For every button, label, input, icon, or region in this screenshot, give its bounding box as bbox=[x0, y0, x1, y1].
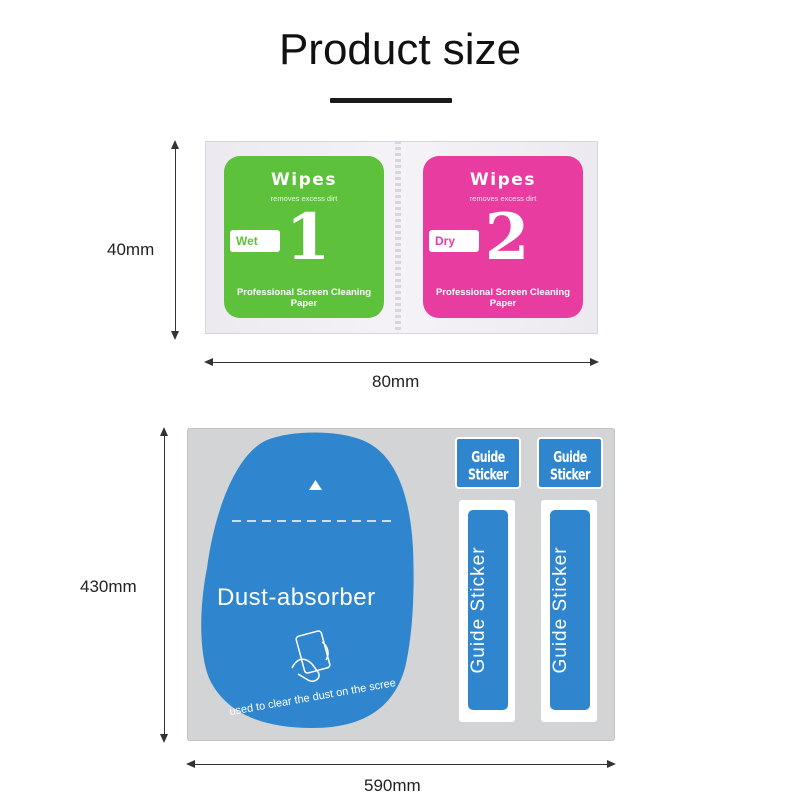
wipe-title: Wipes bbox=[470, 170, 536, 190]
stickers-height-line bbox=[164, 433, 165, 737]
dry-wipe-card: Wipes removes excess dirt Dry 2 Professi… bbox=[423, 156, 583, 318]
arrow-up-icon bbox=[160, 427, 168, 436]
wipe-subtitle: removes excess dirt bbox=[469, 194, 537, 203]
sachet-perforation bbox=[395, 141, 401, 334]
dust-absorber-sticker bbox=[201, 432, 414, 728]
arrow-left-icon bbox=[204, 358, 213, 366]
arrow-right-icon bbox=[590, 358, 599, 366]
guide-sticker-head: Guide Sticker bbox=[537, 437, 603, 489]
guide-sticker-head-text: Guide Sticker bbox=[468, 448, 508, 484]
wet-wipe-card: Wipes removes excess dirt Wet 1 Professi… bbox=[224, 156, 384, 318]
stickers-width-line bbox=[192, 764, 610, 765]
wipes-height-label: 40mm bbox=[107, 240, 155, 259]
title-underline bbox=[330, 98, 452, 103]
wipe-title: Wipes bbox=[271, 170, 337, 190]
arrow-down-icon bbox=[160, 734, 168, 743]
guide-sticker-inner bbox=[550, 510, 590, 710]
stickers-height-label: 430mm bbox=[80, 577, 137, 596]
dust-absorber-label: Dust-absorber bbox=[217, 584, 376, 611]
wipe-subtitle: removes excess dirt bbox=[270, 194, 338, 203]
wipe-kind-label: Wet bbox=[230, 230, 280, 252]
stickers-width-label: 590mm bbox=[364, 776, 421, 795]
arrow-right-icon bbox=[607, 760, 616, 768]
arrow-down-icon bbox=[171, 331, 179, 340]
guide-sticker-strip: Guide Sticker bbox=[459, 500, 515, 722]
guide-sticker-strip-text: Guide Sticker bbox=[468, 546, 489, 674]
guide-sticker-strip-text: Guide Sticker bbox=[550, 546, 571, 674]
arrow-left-icon bbox=[186, 760, 195, 768]
wipe-number: 2 bbox=[484, 200, 530, 275]
guide-sticker-inner bbox=[468, 510, 508, 710]
wipe-kind-label: Dry bbox=[429, 230, 479, 252]
guide-sticker-head: Guide Sticker bbox=[455, 437, 521, 489]
wipe-footer: Professional Screen Cleaning Paper bbox=[236, 287, 372, 309]
wipes-height-line bbox=[175, 146, 176, 334]
guide-sticker-head-text: Guide Sticker bbox=[550, 448, 590, 484]
arrow-up-icon bbox=[171, 140, 179, 149]
wipes-width-line bbox=[210, 362, 593, 363]
page-title: Product size bbox=[278, 25, 522, 74]
wipes-width-label: 80mm bbox=[372, 372, 420, 391]
guide-sticker-strip: Guide Sticker bbox=[541, 500, 597, 722]
wipe-footer: Professional Screen Cleaning Paper bbox=[435, 287, 571, 309]
wipe-number: 1 bbox=[285, 200, 331, 275]
